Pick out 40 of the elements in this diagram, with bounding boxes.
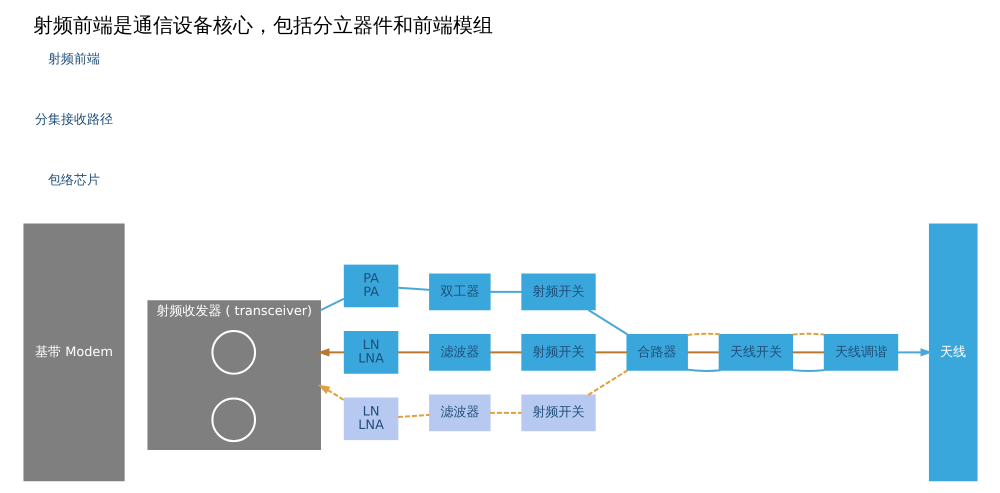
- node-box: PA PA: [343, 264, 398, 308]
- cluster: 射频收发器 ( transceiver): [146, 300, 320, 450]
- node-box: 双工器: [428, 274, 490, 310]
- connector: [792, 369, 824, 372]
- node-box: 天线调谐: [823, 334, 898, 371]
- node-box: 滤波器: [428, 394, 490, 432]
- node-box: 射频开关: [520, 394, 596, 432]
- label: 分集接收路径: [34, 112, 113, 128]
- connector: [587, 370, 628, 396]
- node-circle: [210, 330, 256, 375]
- arrow: [897, 348, 932, 357]
- node-box: LN LNA: [343, 398, 398, 440]
- connector: [490, 290, 522, 293]
- connector: [792, 351, 824, 354]
- diagram-title: 射频前端是通信设备核心，包括分立器件和前端模组: [32, 14, 492, 38]
- connector: [686, 368, 720, 372]
- node-circle: [210, 398, 256, 442]
- node-box: 滤波器: [428, 334, 490, 371]
- connector: [490, 351, 522, 354]
- node-box: 射频开关: [520, 274, 596, 310]
- connector: [398, 414, 430, 418]
- label: 射频前端: [48, 52, 100, 68]
- arrow: [317, 384, 344, 402]
- connector: [398, 351, 429, 354]
- node-box: 基带 Modem: [22, 223, 124, 482]
- node-box: 合路器: [626, 334, 688, 371]
- node-box: LN LNA: [343, 331, 398, 374]
- node-box: 天线开关: [718, 334, 793, 371]
- connector: [686, 332, 720, 336]
- arrow: [317, 348, 344, 357]
- connector: [587, 309, 628, 336]
- connector: [320, 298, 344, 312]
- connector: [686, 351, 718, 354]
- connector: [490, 412, 522, 414]
- label: 包络芯片: [48, 173, 100, 188]
- connector: [792, 332, 824, 336]
- node-box: 射频开关: [520, 334, 596, 371]
- connector: [398, 286, 430, 291]
- connector: [594, 351, 626, 354]
- node-box: 天线: [928, 223, 978, 482]
